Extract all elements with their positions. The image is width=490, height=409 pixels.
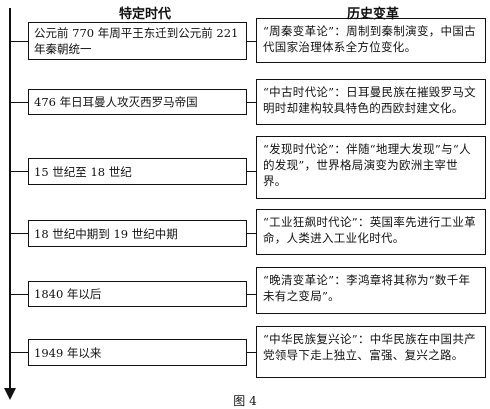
timeline-tick [10,352,28,353]
change-box: “中华民族复兴论”：中华民族在中国共产党领导下走上独立、富强、复兴之路。 [256,326,486,378]
timeline-arrow-icon [4,388,16,400]
era-text: 公元前 770 年周平王东迁到公元前 221 年秦朝统一 [34,26,239,56]
figure-caption: 图 4 [233,394,257,408]
change-box: “中古时代论”：日耳曼民族在摧毁罗马文明时却建构较具特色的西欧封建文化。 [256,79,486,125]
connector-line [247,41,256,42]
change-text: “发现时代论”：伴随“地理大发现”与“人的发现”，世界格局演变为欧洲主宰世界。 [263,142,471,188]
era-box: 476 年日耳曼人攻灭西罗马帝国 [28,89,247,115]
change-box: “周秦变革论”：周制到秦制演变，中国古代国家治理体系全方位变化。 [256,18,486,63]
timeline-axis [9,8,11,390]
connector-line [247,352,256,353]
change-text: “中古时代论”：日耳曼民族在摧毁罗马文明时却建构较具特色的西欧封建文化。 [263,85,476,115]
change-box: “晚清变革论”：李鸿章将其称为“数千年未有之变局”。 [256,267,486,314]
change-box: “工业狂飙时代论”：英国率先进行工业革命，人类进入工业化时代。 [256,209,486,255]
connector-line [247,294,256,295]
change-box: “发现时代论”：伴随“地理大发现”与“人的发现”，世界格局演变为欧洲主宰世界。 [256,136,486,199]
timeline-tick [10,171,28,172]
era-box: 15 世纪至 18 世纪 [28,158,247,185]
change-text: “中华民族复兴论”：中华民族在中国共产党领导下走上独立、富强、复兴之路。 [263,332,476,362]
era-text: 1949 年以来 [34,345,102,360]
timeline-tick [10,233,28,234]
era-text: 15 世纪至 18 世纪 [34,164,132,179]
era-box: 1949 年以来 [28,339,247,366]
change-text: “工业狂飙时代论”：英国率先进行工业革命，人类进入工业化时代。 [263,215,476,245]
connector-line [247,171,256,172]
change-text: “周秦变革论”：周制到秦制演变，中国古代国家治理体系全方位变化。 [263,24,476,54]
change-text: “晚清变革论”：李鸿章将其称为“数千年未有之变局”。 [263,273,471,303]
era-text: 18 世纪中期到 19 世纪中期 [34,226,178,241]
era-box: 公元前 770 年周平王东迁到公元前 221 年秦朝统一 [28,22,247,60]
era-text: 1840 年以后 [34,287,102,301]
connector-line [247,102,256,103]
timeline-tick [10,102,28,103]
timeline-tick [10,41,28,42]
era-text: 476 年日耳曼人攻灭西罗马帝国 [34,95,198,109]
connector-line [247,233,256,234]
era-box: 1840 年以后 [28,281,247,307]
timeline-tick [10,294,28,295]
header-era: 特定时代 [118,7,171,22]
era-box: 18 世纪中期到 19 世纪中期 [28,220,247,247]
